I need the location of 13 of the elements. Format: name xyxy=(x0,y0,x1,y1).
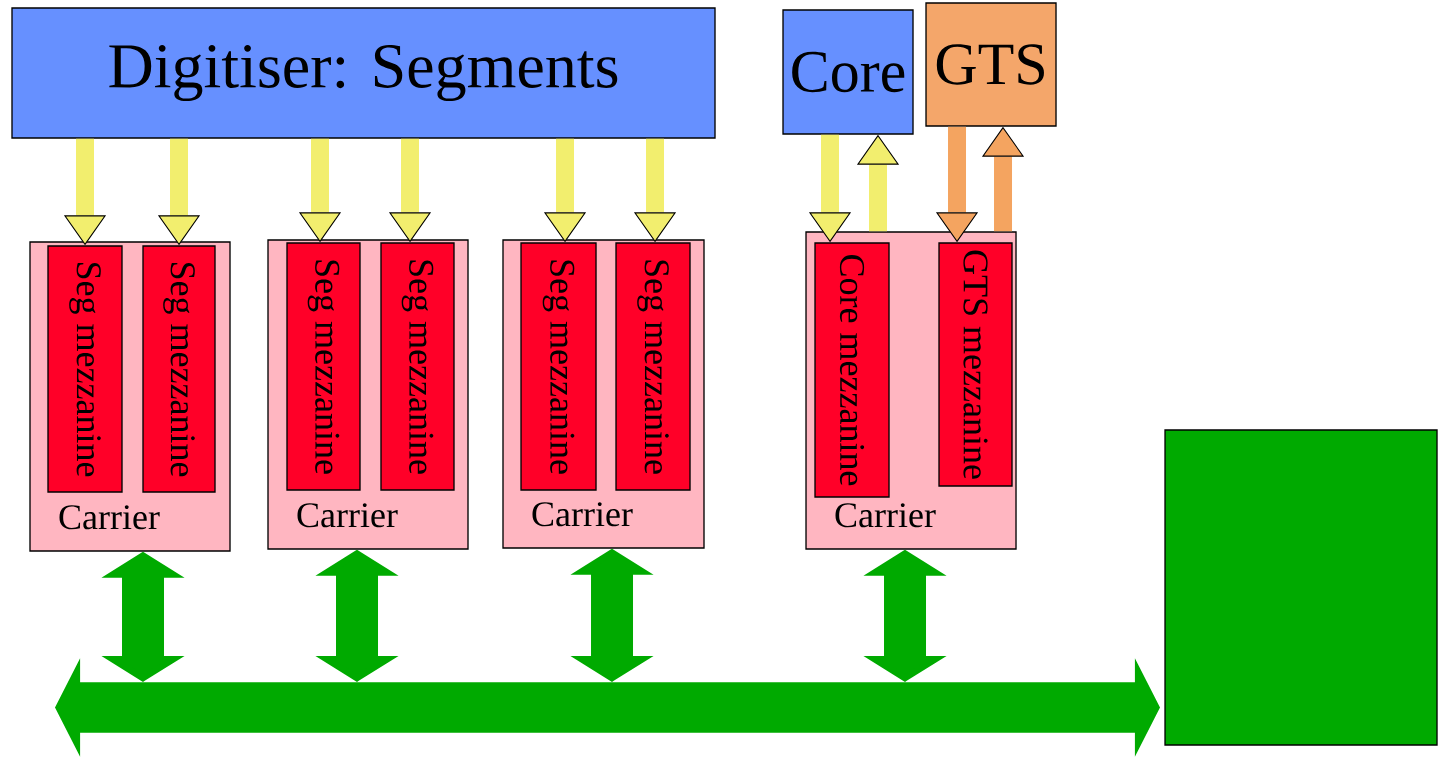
mezzanine-card: Core mezzanine xyxy=(814,242,890,498)
unit-box xyxy=(1164,429,1438,746)
mezzanine-card: Seg mezzanine xyxy=(142,245,216,493)
mezzanine-card: Seg mezzanine xyxy=(286,242,361,491)
mezzanine-card: Seg mezzanine xyxy=(380,242,455,491)
bus-arrow xyxy=(55,658,1160,757)
module-box: Digitiser: Segments xyxy=(11,7,716,139)
mezzanine-card: Seg mezzanine xyxy=(47,245,123,493)
module-box: Core xyxy=(782,9,914,135)
mezzanine-card: GTS mezzanine xyxy=(938,242,1013,487)
mezzanine-card: Seg mezzanine xyxy=(615,242,691,491)
module-box: GTS xyxy=(925,2,1057,127)
mezzanine-card: Seg mezzanine xyxy=(520,242,597,491)
